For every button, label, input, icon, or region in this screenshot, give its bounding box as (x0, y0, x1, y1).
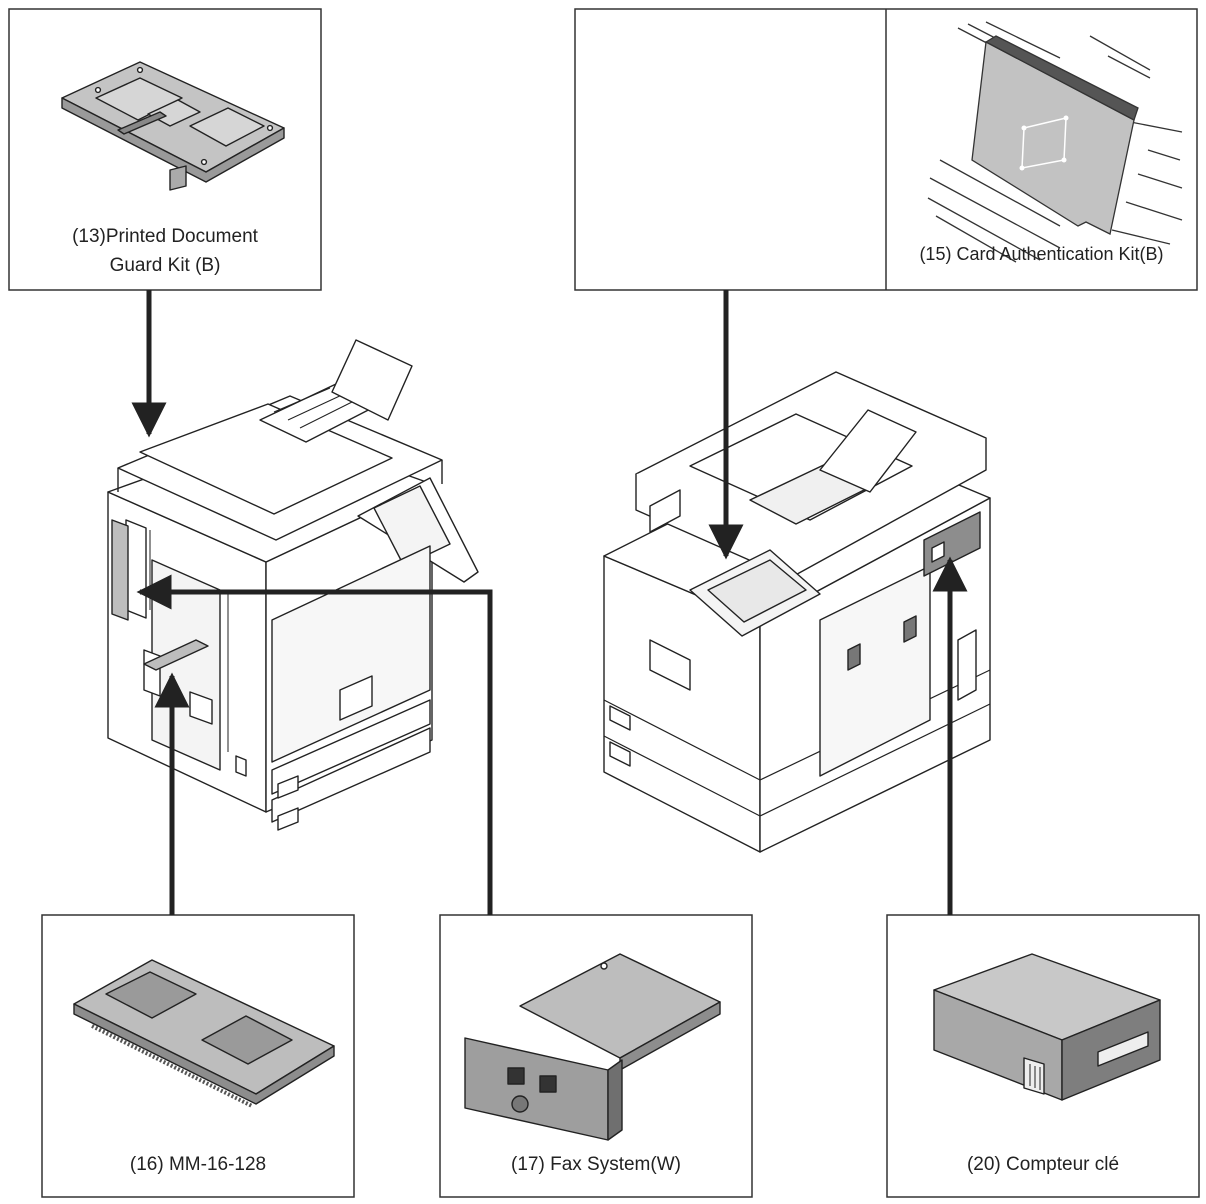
guard-kit-label-line2: Guard Kit (B) (109, 255, 221, 276)
card-auth-label: (15) Card Authentication Kit(B) (919, 244, 1164, 264)
guard-kit-label-line1: (13)Printed Document (72, 226, 258, 247)
box-fax-system (439, 914, 753, 1198)
guard-kit-board-icon (61, 61, 285, 191)
fax-system-label: (17) Fax System(W) (511, 1154, 681, 1175)
guard-kit-label: (13)Printed Document Guard Kit (B) (9, 222, 321, 280)
card-reader-icon (927, 21, 1183, 263)
arrow-fax-system (136, 574, 493, 915)
memory-module-icon (73, 959, 335, 1108)
connector-arrows (131, 290, 968, 915)
key-counter-label: (20) Compteur clé (966, 1154, 1120, 1175)
mfp-left-illustration (107, 339, 479, 831)
box-memory-module (41, 914, 355, 1198)
mfp-right-illustration (603, 371, 991, 853)
box-printed-document-guard-kit (8, 8, 322, 291)
box-card-authentication (574, 8, 1198, 291)
fax-board-icon (464, 953, 721, 1141)
key-counter-icon (933, 953, 1161, 1101)
box-key-counter (886, 914, 1200, 1198)
memory-module-label: (16) MM-16-128 (129, 1154, 267, 1175)
